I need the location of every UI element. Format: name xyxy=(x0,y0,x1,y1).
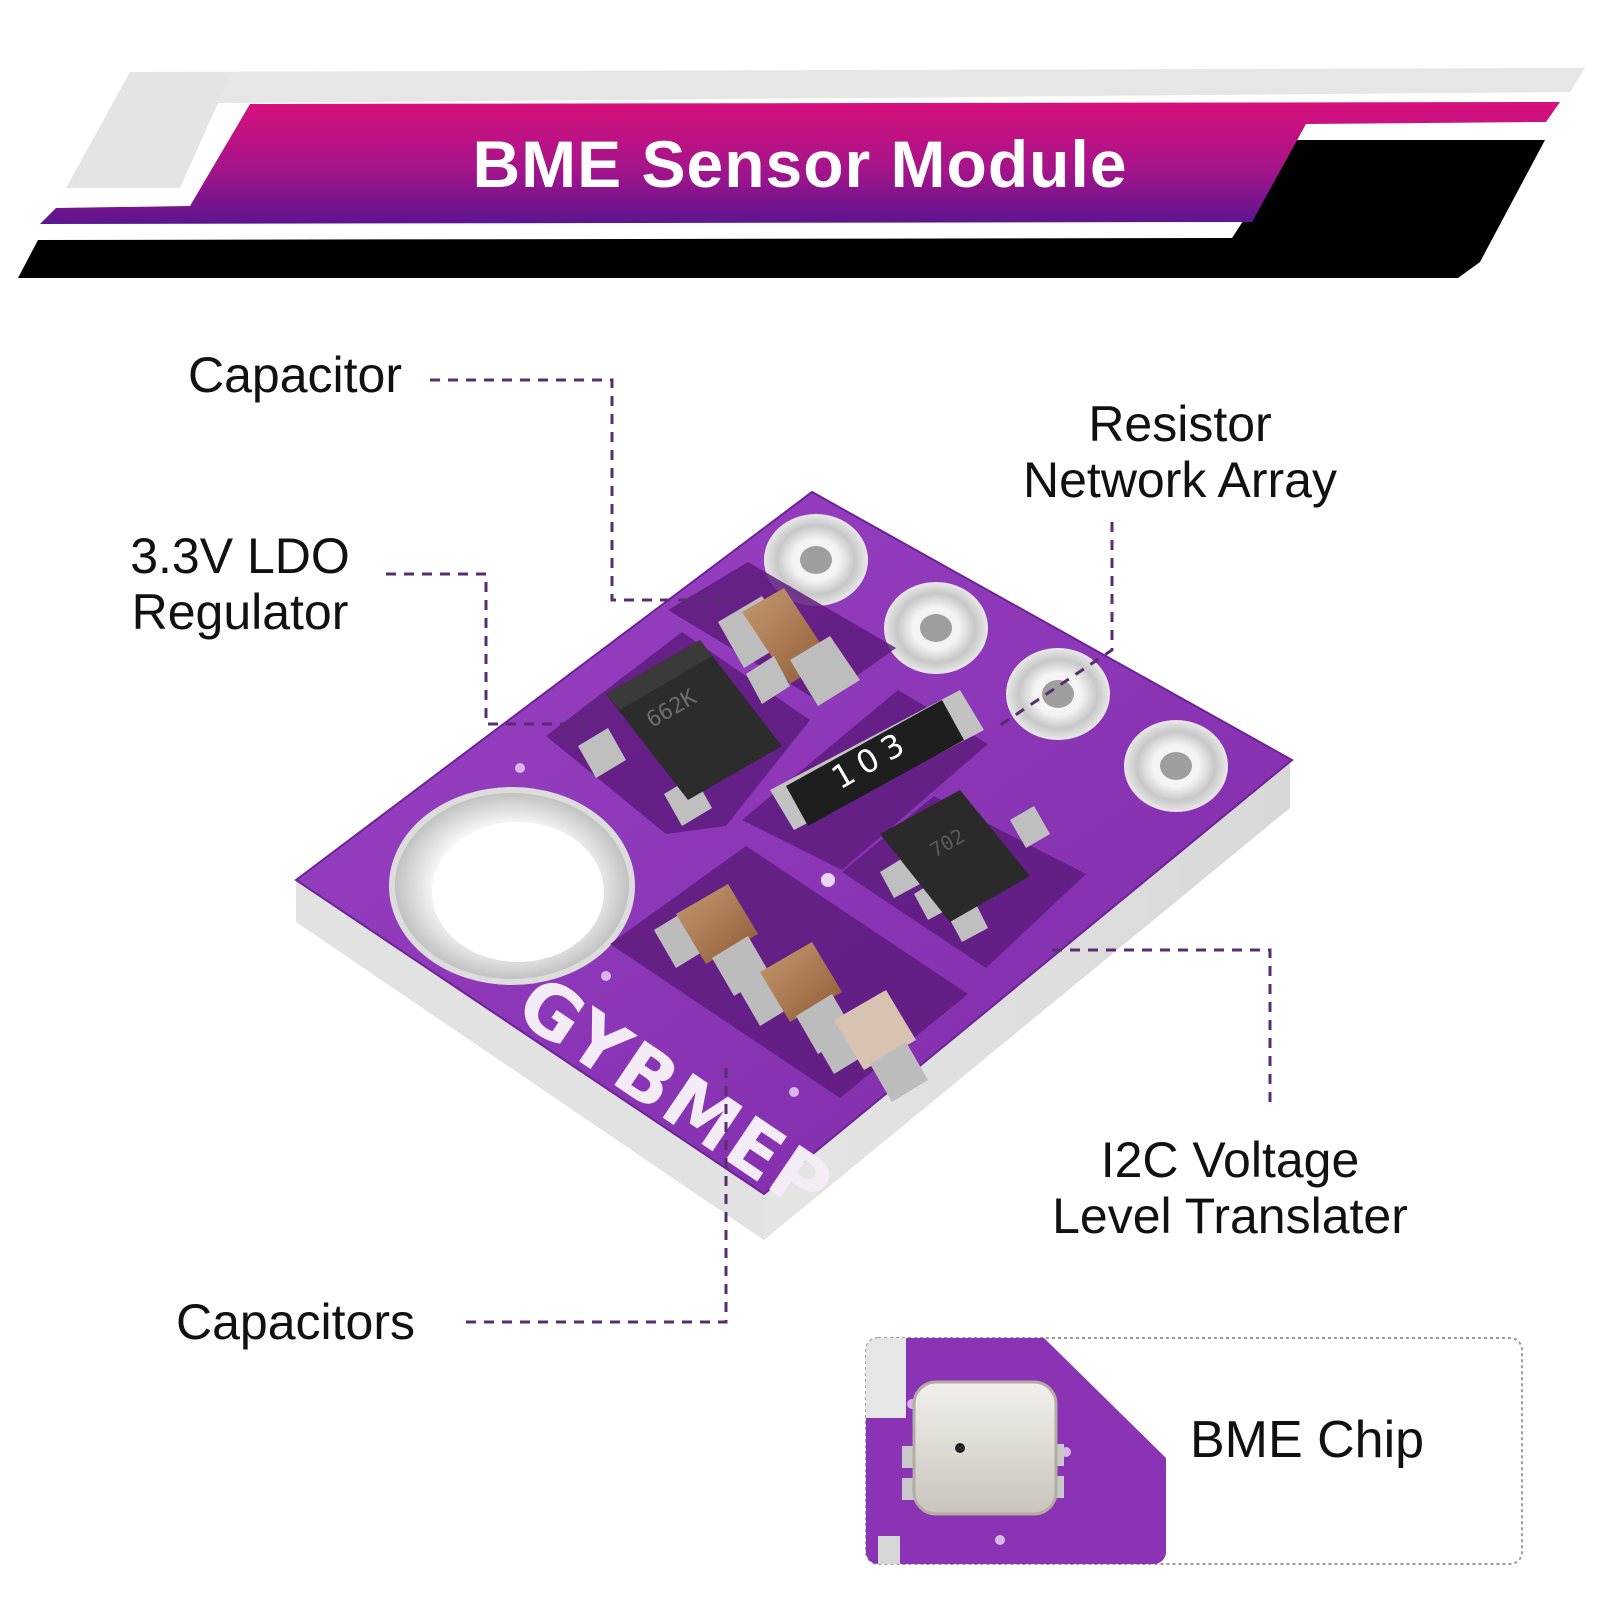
leader-resistor-network xyxy=(995,522,1114,730)
banner-grey-stripe xyxy=(68,68,1585,188)
bme-chip xyxy=(912,1380,1058,1516)
callout-resistor-network: Resistor Network Array xyxy=(1000,396,1360,508)
callout-i2c-translator: I2C Voltage Level Translater xyxy=(1030,1132,1430,1244)
header-pads xyxy=(764,514,1228,812)
callout-i2c-line1: I2C Voltage xyxy=(1100,1132,1360,1188)
bme-chip-label: BME Chip xyxy=(1190,1411,1425,1469)
leader-lines xyxy=(386,378,1272,1324)
banner-magenta-band xyxy=(40,102,1560,224)
leader-i2c-translator xyxy=(1052,948,1272,1108)
callout-capacitors: Capacitors xyxy=(176,1294,415,1350)
leader-capacitor xyxy=(430,378,726,602)
callout-resistor-line1: Resistor xyxy=(1088,396,1272,452)
callout-capacitor: Capacitor xyxy=(188,347,402,403)
page-title: BME Sensor Module xyxy=(472,127,1128,201)
capacitors-bottom xyxy=(654,884,928,1102)
leader-ldo-regulator xyxy=(386,572,598,726)
banner-grey-wedge xyxy=(66,72,232,188)
pcb-edge-front xyxy=(296,878,764,1240)
banner-black-bar xyxy=(18,140,1545,278)
callout-ldo-line1: 3.3V LDO xyxy=(130,528,350,584)
callout-capacitor-text: Capacitor xyxy=(188,347,402,403)
callout-ldo-regulator: 3.3V LDO Regulator xyxy=(100,528,380,640)
callout-capacitors-text: Capacitors xyxy=(176,1294,415,1350)
translator-chip: 702 xyxy=(880,790,1050,942)
bme-chip-inset xyxy=(865,1337,1523,1565)
leader-capacitors xyxy=(466,1060,728,1324)
callout-resistor-line2: Network Array xyxy=(1023,452,1337,508)
ldo-regulator-chip: 662K xyxy=(578,640,790,826)
header-banner xyxy=(18,68,1585,278)
capacitor-top xyxy=(718,588,860,706)
callout-ldo-line2: Regulator xyxy=(131,584,349,640)
pcb-board: 662K 103 702 xyxy=(294,490,1294,1240)
callout-i2c-line2: Level Translater xyxy=(1052,1188,1408,1244)
